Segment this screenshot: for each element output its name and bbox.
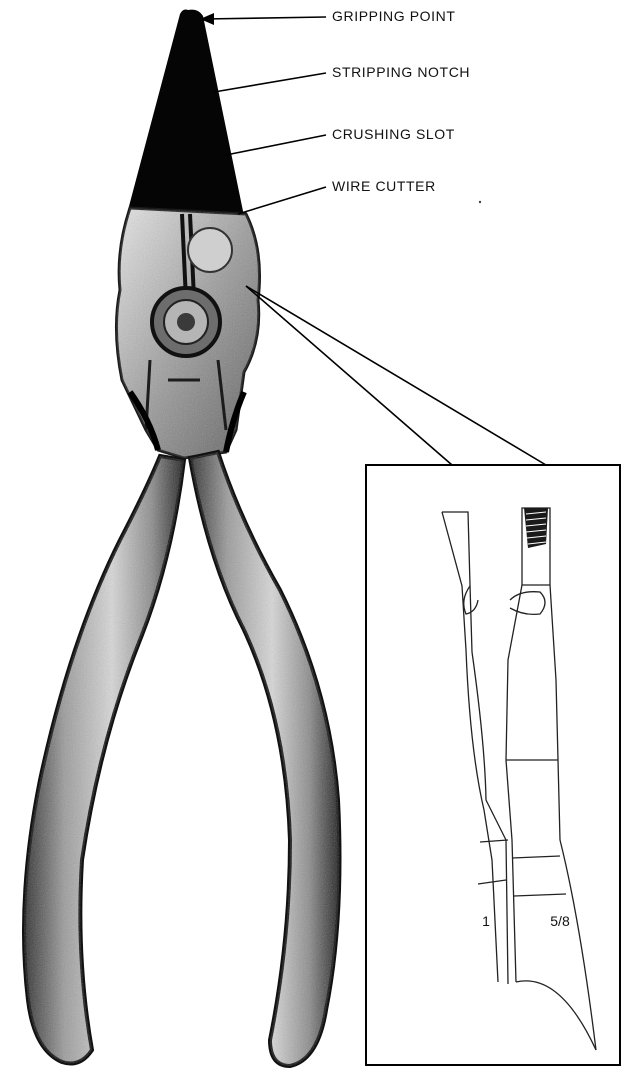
pivot-rivet [152,288,220,356]
zoom-lines [246,286,620,465]
callout-crushing-slot: CRUSHING SLOT [332,126,455,142]
callout-wire-cutter: WIRE CUTTER [332,178,436,194]
dimension-label-right: 5/8 [550,913,570,929]
callout-gripping-point: GRIPPING POINT [332,8,456,24]
pliers-jaw [128,10,244,217]
detail-inset-frame [366,465,620,1065]
callout-stripping-notch: STRIPPING NOTCH [332,64,470,80]
dimension-label-left: 1 [482,913,490,929]
